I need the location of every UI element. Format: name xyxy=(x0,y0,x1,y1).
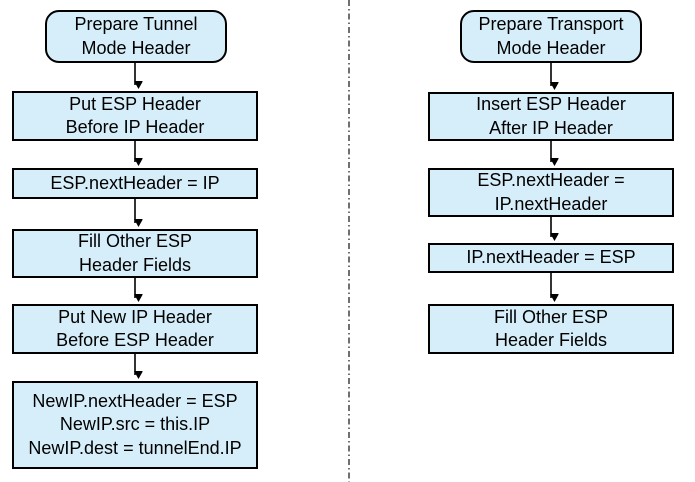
transport-step-ip-nextheader-box: IP.nextHeader = ESP xyxy=(428,243,674,273)
tunnel-step-esp-nextheader-box: ESP.nextHeader = IP xyxy=(12,168,258,199)
transport-start-box: Prepare Transport Mode Header xyxy=(460,10,642,63)
tunnel-step-put-new-ip-box: Put New IP Header Before ESP Header xyxy=(12,304,258,354)
transport-step-fill-other-box: Fill Other ESP Header Fields xyxy=(428,304,674,354)
tunnel-step-put-esp-header-box: Put ESP Header Before IP Header xyxy=(12,91,258,141)
transport-step-esp-nextheader-box: ESP.nextHeader = IP.nextHeader xyxy=(428,168,674,217)
tunnel-step-fill-other-box: Fill Other ESP Header Fields xyxy=(12,229,258,278)
tunnel-step-newip-fields-box: NewIP.nextHeader = ESP NewIP.src = this.… xyxy=(12,381,258,469)
tunnel-start-box: Prepare Tunnel Mode Header xyxy=(45,10,227,63)
transport-step-insert-esp-box: Insert ESP Header After IP Header xyxy=(428,92,674,141)
